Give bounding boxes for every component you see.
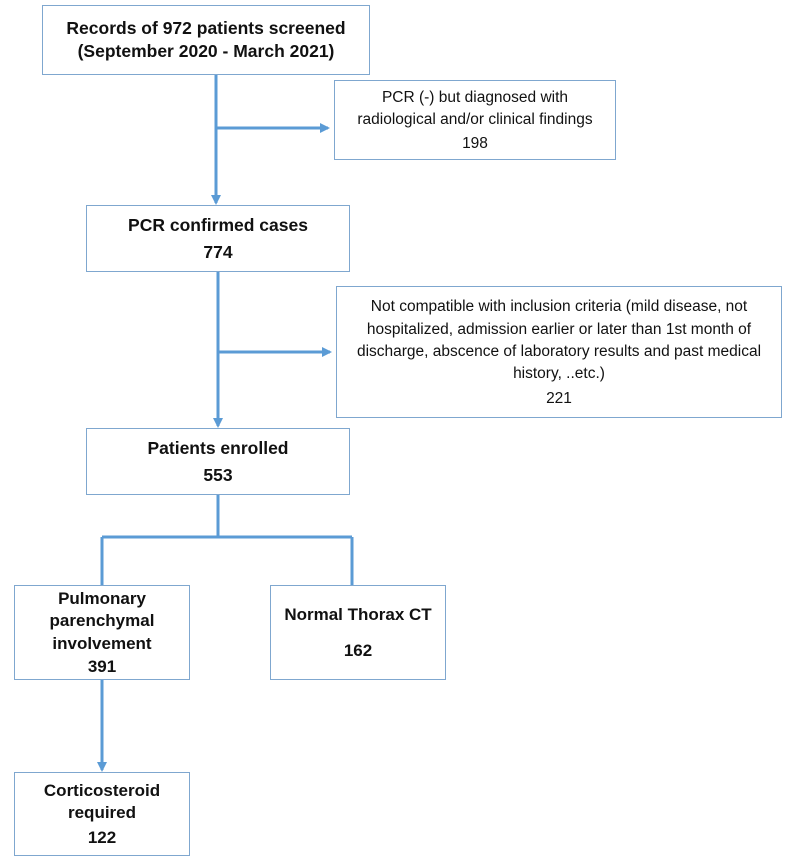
screened-line-1: Records of 972 patients screened [66, 18, 346, 39]
normal-ct-box: Normal Thorax CT 162 [270, 585, 446, 680]
excluded-line-1: Not compatible with inclusion criteria (… [370, 298, 748, 316]
normal-ct-count: 162 [343, 640, 373, 660]
pcr-negative-box: PCR (-) but diagnosed with radiological … [334, 80, 616, 160]
pulmonary-count: 391 [87, 656, 117, 676]
excluded-count: 221 [546, 389, 572, 407]
pcr-negative-count: 198 [462, 135, 488, 153]
pulmonary-line-2: parenchymal [49, 611, 155, 631]
enrolled-label: Patients enrolled [147, 437, 289, 458]
pcr-negative-line-1: PCR (-) but diagnosed with [381, 88, 569, 106]
corticosteroid-line-2: required [67, 803, 137, 822]
pcr-confirmed-label: PCR confirmed cases [128, 214, 308, 235]
excluded-line-2: hospitalized, admission earlier or later… [366, 320, 752, 338]
screened-box: Records of 972 patients screened (Septem… [42, 5, 370, 75]
enrolled-box: Patients enrolled 553 [86, 428, 350, 495]
pulmonary-line-3: involvement [52, 633, 152, 653]
pcr-confirmed-box: PCR confirmed cases 774 [86, 205, 350, 272]
enrolled-count: 553 [203, 465, 233, 486]
pcr-confirmed-count: 774 [203, 242, 233, 263]
corticosteroid-line-1: Corticosteroid [43, 780, 161, 800]
excluded-box: Not compatible with inclusion criteria (… [336, 286, 782, 418]
pulmonary-box: Pulmonary parenchymal involvement 391 [14, 585, 190, 680]
normal-ct-label: Normal Thorax CT [284, 605, 432, 625]
pulmonary-line-1: Pulmonary [58, 589, 146, 609]
excluded-line-3: discharge, abscence of laboratory result… [356, 343, 762, 360]
corticosteroid-box: Corticosteroid required 122 [14, 772, 190, 856]
excluded-line-4: history, ..etc.) [513, 365, 605, 383]
screened-line-2: (September 2020 - March 2021) [77, 41, 335, 61]
corticosteroid-count: 122 [87, 828, 117, 848]
pcr-negative-line-2: radiological and/or clinical findings [357, 111, 593, 128]
